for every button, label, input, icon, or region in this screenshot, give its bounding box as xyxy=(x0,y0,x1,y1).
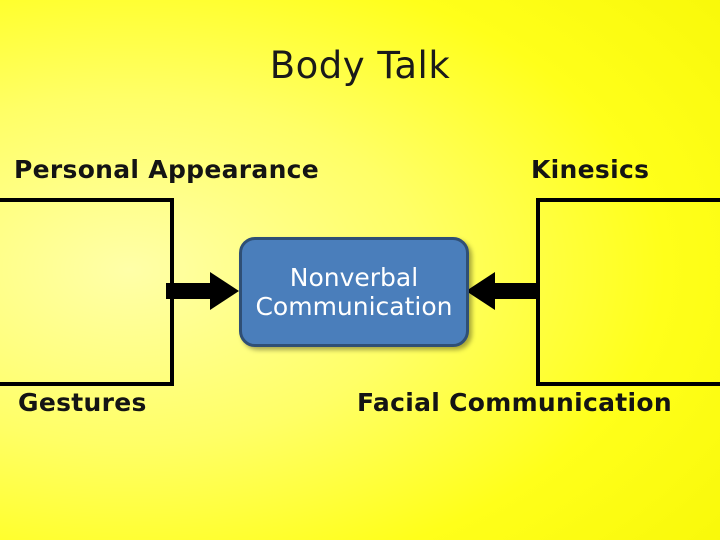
page-title: Body Talk xyxy=(269,44,451,87)
label-gestures: Gestures xyxy=(18,388,147,417)
right-outline-box xyxy=(536,198,720,386)
arrow-left-icon xyxy=(466,272,540,315)
label-kinesics: Kinesics xyxy=(531,155,650,184)
left-outline-box xyxy=(0,198,174,386)
arrow-right-icon xyxy=(166,272,240,315)
center-node-label: Nonverbal Communication xyxy=(255,262,453,322)
center-node-nonverbal-communication: Nonverbal Communication xyxy=(239,237,469,347)
label-personal-appearance: Personal Appearance xyxy=(14,155,320,184)
label-facial-communication: Facial Communication xyxy=(357,388,672,417)
